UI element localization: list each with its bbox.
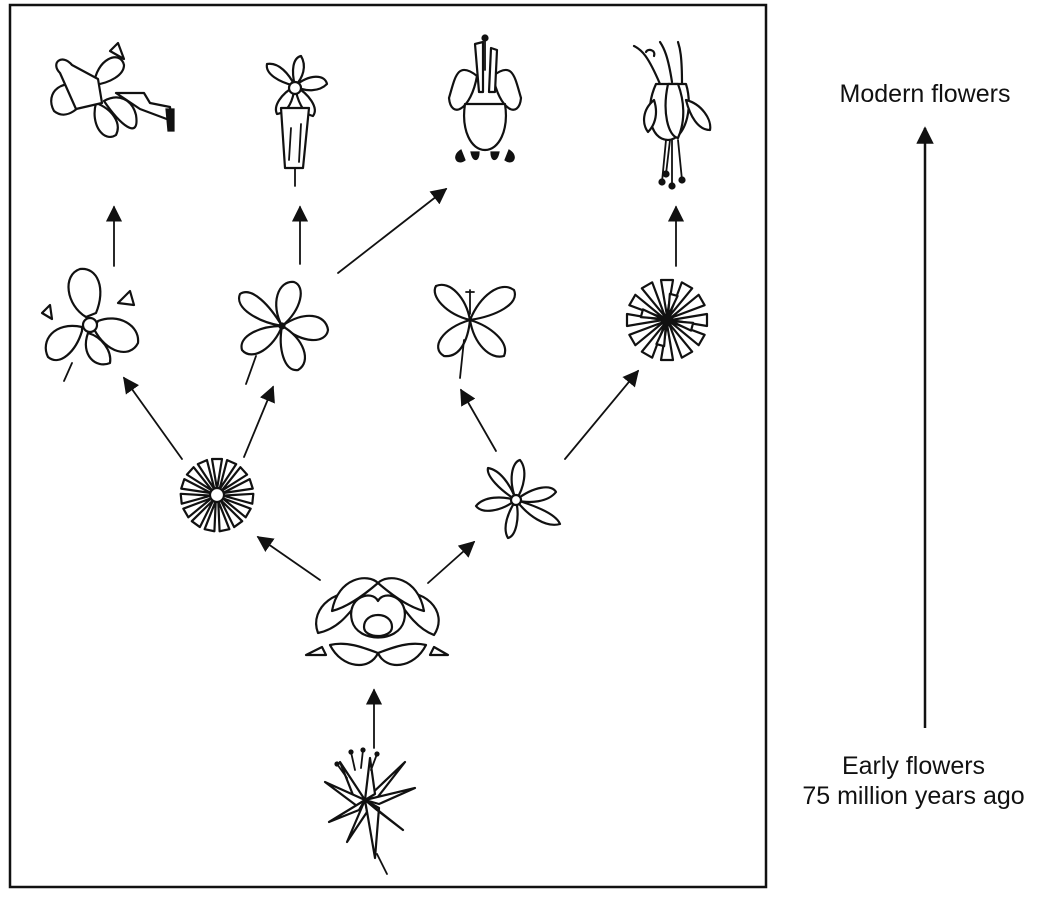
arrow-ancestor-to-daisy xyxy=(256,536,321,581)
flower-icon-five-petal xyxy=(237,280,330,385)
arrow-daisy-to-fivepetal xyxy=(243,385,275,458)
arrow-ancestor-to-star xyxy=(427,540,476,584)
arrow-daisy-to-orchid xyxy=(123,376,183,460)
flower-icon-aster xyxy=(625,278,709,362)
early-flowers-line2: 75 million years ago xyxy=(802,782,1025,810)
evolution-arrows xyxy=(105,188,685,749)
flower-icon-lily xyxy=(447,34,523,163)
arrow-star-to-aster xyxy=(564,369,640,460)
modern-flowers-label: Modern flowers xyxy=(839,80,1011,108)
arrow-star-to-fourpetal xyxy=(460,388,497,452)
flower-icon-tubular xyxy=(265,54,329,187)
flower-icon-four-petal xyxy=(433,283,517,379)
flower-icon-ancestor xyxy=(304,577,450,667)
early-flowers-line1: Early flowers xyxy=(841,752,986,780)
flower-icon-daisy-left xyxy=(179,457,255,533)
early-flowers-label: Early flowers 75 million years ago xyxy=(770,751,1057,811)
flower-icon-trumpet xyxy=(50,41,175,138)
flower-icon-star-right xyxy=(474,458,562,540)
diagram-frame xyxy=(8,3,768,889)
arrow-fivepetal-to-lily xyxy=(337,188,448,274)
flower-icon-early xyxy=(323,747,417,875)
flower-icon-columbine xyxy=(632,40,712,190)
flower-icon-orchid-a xyxy=(40,267,140,382)
